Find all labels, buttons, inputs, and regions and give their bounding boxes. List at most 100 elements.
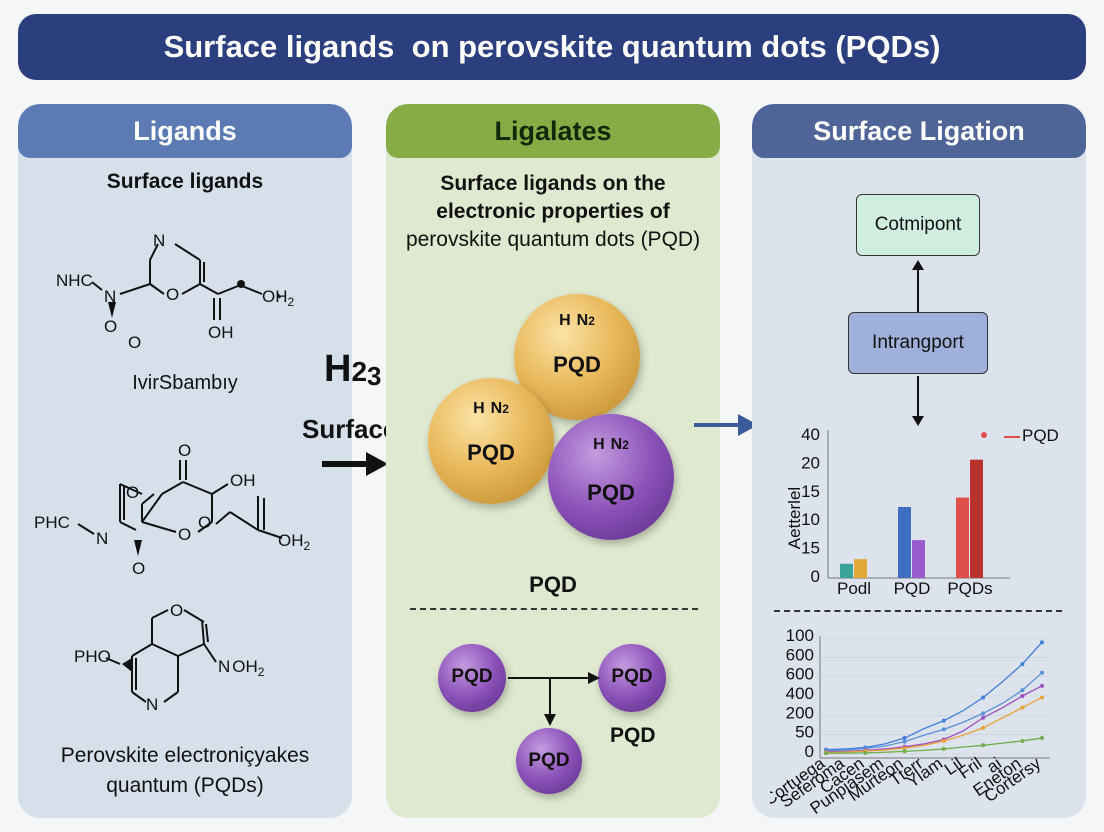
ligand-molecule-2: O OH O PHC N O O OH2 O <box>34 441 311 578</box>
line-point <box>981 725 986 730</box>
line-point <box>1020 688 1025 693</box>
bar-chart-legend: PQD <box>1022 426 1059 445</box>
wedge-bond-icon <box>134 540 142 556</box>
bar-chart-category: PQD <box>894 579 931 598</box>
surface-arrow-label: Surface <box>302 414 398 444</box>
divider <box>410 608 698 610</box>
pqd-node-bottom: PQD <box>516 728 582 794</box>
ligands-panel: Ligands <box>18 104 352 818</box>
bar <box>912 540 925 578</box>
ligand-molecule-1: N NHC N O O O OH2 OH <box>56 231 295 352</box>
pqd-caption: PQD <box>529 572 577 597</box>
pqd-sphere-label: PQD <box>553 352 601 377</box>
pqd-sphere-label: PQD <box>587 480 635 505</box>
line-point <box>1040 736 1044 741</box>
network-arrows-icon <box>508 672 600 726</box>
bar-chart-ytick: 15 <box>801 482 820 501</box>
line-point <box>1040 695 1044 700</box>
divider <box>774 610 1062 612</box>
bar-chart-ytick: 10 <box>801 510 820 529</box>
line-chart-ytick: 0 <box>805 742 814 761</box>
line-point <box>863 750 868 755</box>
mol1-o2-label: O <box>128 333 141 352</box>
bar-chart-ylabel: Aetterlel <box>785 487 804 549</box>
h-formula-label: H23 <box>324 348 382 391</box>
wedge-bond-icon <box>122 658 132 672</box>
bar-chart-ytick: 15 <box>801 539 820 558</box>
line-point <box>1020 694 1025 698</box>
mol2-phc-label: PHC <box>34 513 70 532</box>
line-series <box>825 672 1043 752</box>
line-series <box>825 641 1043 751</box>
line-point <box>1040 670 1044 675</box>
cotmipont-box: Cotmipont <box>856 194 980 256</box>
mol2-n-label: N <box>96 529 108 548</box>
ligand-caption-2-line1: Perovskite electroniçyakes <box>60 744 310 767</box>
line-point <box>902 739 907 744</box>
legend-dot-icon <box>981 432 987 438</box>
line-point <box>981 711 986 716</box>
mol2-ring-o-label: O <box>126 483 139 502</box>
bar-chart-ytick: 40 <box>801 425 820 444</box>
surface-ligation-header: Surface Ligation <box>752 104 1086 158</box>
line-point <box>981 715 986 720</box>
line-point <box>902 746 907 751</box>
mol2-o-top-label: O <box>178 441 191 460</box>
ligand-caption-2-line2: quantum (PQDs) <box>106 774 264 797</box>
intrangport-box: Intrangport <box>848 312 988 374</box>
ligands-subtitle: Surface ligands <box>106 170 264 193</box>
bar <box>854 559 867 578</box>
mol3-pho-label: PHO <box>74 647 111 666</box>
mol3-ring-n-label: N <box>146 695 158 714</box>
line-series <box>825 685 1043 753</box>
line-point <box>941 727 946 732</box>
bar <box>898 507 911 578</box>
pqd-sphere-label: PQD <box>467 440 515 465</box>
bar-chart-ytick: 0 <box>811 567 820 586</box>
mol1-oh-label: OH <box>208 323 234 342</box>
line-point <box>824 751 828 756</box>
line-point <box>941 718 946 723</box>
bar <box>956 497 969 578</box>
arrow-up-icon <box>912 260 924 312</box>
mol1-n-label: N <box>153 231 165 250</box>
pqd-node-left: PQD <box>438 644 506 712</box>
line-point <box>981 695 986 700</box>
flow-arrow-icon <box>694 414 758 436</box>
line-point <box>1040 640 1044 645</box>
line-point <box>902 736 907 741</box>
line-point <box>1020 738 1025 743</box>
bar-chart-category: PQDs <box>947 579 992 598</box>
mol1-ring-o-label: O <box>166 285 179 304</box>
arrow-down-icon <box>912 376 924 426</box>
line-point <box>902 749 907 754</box>
ligalates-panel-header: Ligalates <box>386 104 720 158</box>
mol1-nhc-label: NHC <box>56 271 93 290</box>
ligand-caption-1: IvirSbambıy <box>132 372 238 394</box>
mol1-oh2-label: OH2 <box>262 287 295 309</box>
pqd-node-right: PQD <box>598 644 666 712</box>
line-point <box>941 738 946 743</box>
line-point <box>1020 705 1025 710</box>
bar <box>840 563 853 578</box>
line-chart-ytick: 200 <box>786 703 814 722</box>
bar <box>970 459 983 578</box>
ligands-panel-header: Ligands <box>18 104 352 158</box>
mol2-o-mid-label: O <box>178 525 191 544</box>
mol1-o-label: O <box>104 317 117 336</box>
mol2-oh-label: OH <box>230 471 256 490</box>
line-point <box>981 743 986 748</box>
line-chart-ytick: 600 <box>786 645 814 664</box>
mol3-o-label: O <box>170 601 183 620</box>
line-point <box>1020 662 1025 667</box>
network-caption: PQD <box>610 724 656 747</box>
bar-chart-category: Podl <box>837 579 871 598</box>
line-chart-ytick: 100 <box>786 626 814 645</box>
mol2-oh2-label: OH2 <box>278 531 311 553</box>
line-chart-ytick: 50 <box>795 723 814 742</box>
